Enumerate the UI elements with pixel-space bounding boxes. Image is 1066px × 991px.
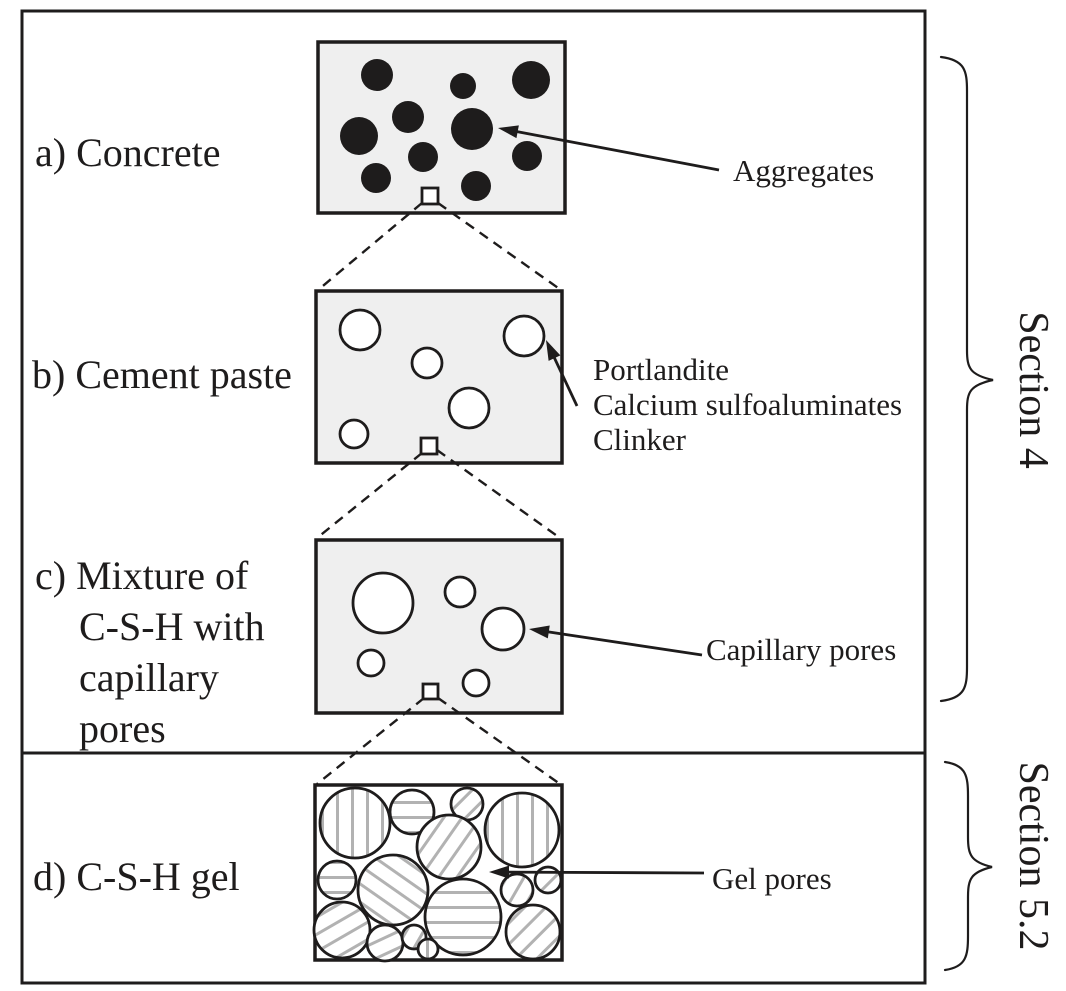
section-5-2-label: Section 5.2: [1010, 761, 1056, 951]
capillary-pores-arrow-line: [540, 629, 703, 657]
calcium-sulfoaluminates-label: Calcium sulfoaluminates: [593, 387, 903, 422]
panel-a-label: a) Concrete: [35, 130, 221, 175]
capillary-pores-label: Capillary pores: [706, 632, 897, 667]
aggregates-arrow-line: [509, 128, 720, 172]
gel-pores-arrow: [489, 865, 705, 879]
dashed-connector-line: [436, 449, 561, 539]
aggregate-particle: [450, 73, 476, 99]
dashed-connector-line: [437, 202, 562, 291]
panel-c-zoom-square: [421, 682, 440, 701]
hydration-products-arrow-head: [546, 340, 561, 361]
panel-b-zoom-square: [419, 436, 439, 456]
section-4-brace: [939, 55, 994, 703]
section-5-2-brace: [943, 760, 993, 972]
panel-d-label: d) C-S-H gel: [33, 854, 240, 899]
aggregate-particle: [461, 171, 491, 201]
dashed-connector-line: [437, 697, 561, 785]
magnification-connectors: [316, 202, 562, 785]
dashed-connector-line: [317, 202, 423, 291]
aggregate-particle: [340, 117, 378, 155]
capillary-pore: [351, 571, 415, 635]
csh-gel-particle: [423, 877, 503, 957]
panel-b: [314, 289, 564, 465]
outer-frame-2: [20, 751, 927, 985]
capillary-pores-arrow-head: [529, 625, 550, 639]
csh-gel-particle: [318, 786, 392, 860]
cement-inclusion: [338, 418, 370, 450]
panel-c-label-line-1: c) Mixture of: [35, 553, 249, 598]
csh-gel-particle: [312, 900, 372, 960]
portlandite-label: Portlandite: [593, 352, 730, 387]
outer-frames: [20, 9, 927, 985]
aggregate-particle: [392, 101, 424, 133]
gel-pores-label: Gel pores: [712, 861, 832, 896]
aggregate-particle: [512, 61, 550, 99]
hydration-products-arrow: [546, 340, 579, 407]
cement-inclusion: [410, 346, 444, 380]
capillary-pore: [480, 606, 526, 652]
panel-a: [316, 40, 567, 215]
section-4-label: Section 4: [1010, 311, 1056, 469]
gel-pores-arrow-line: [500, 870, 705, 875]
aggregate-particle: [408, 142, 438, 172]
csh-gel-particle: [415, 813, 483, 881]
cement-inclusion: [338, 308, 382, 352]
panel-c-label: c) Mixture of C-S-H with capillary pores: [35, 550, 295, 754]
panel-a-zoom-square: [420, 186, 440, 206]
aggregate-particle: [512, 141, 542, 171]
csh-gel-particle: [483, 791, 561, 869]
csh-gel-particle: [416, 937, 440, 961]
csh-gel-particle: [504, 903, 562, 961]
csh-gel-particle: [499, 872, 535, 908]
hydration-products-arrow-line: [549, 350, 579, 407]
aggregates-label: Aggregates: [733, 153, 875, 188]
aggregate-particle: [451, 108, 493, 150]
panel-c-label-line-4: pores: [79, 706, 166, 751]
capillary-pore: [356, 648, 386, 678]
csh-gel-particle: [316, 859, 358, 901]
hydration-products-label: Portlandite Calcium sulfoaluminates Clin…: [593, 352, 902, 457]
panel-c: [314, 538, 564, 715]
csh-gel-particle: [365, 923, 405, 963]
csh-gel-particle: [356, 853, 430, 927]
capillary-pore: [443, 575, 477, 609]
aggregates-arrow-head: [498, 125, 519, 139]
capillary-pores-arrow: [529, 625, 703, 657]
aggregate-particle: [361, 59, 393, 91]
aggregate-particle: [361, 163, 391, 193]
panel-c-label-line-3: capillary: [79, 655, 219, 700]
panel-c-label-line-2: C-S-H with: [79, 604, 265, 649]
dashed-connector-line: [316, 452, 423, 539]
csh-gel-particle: [388, 788, 436, 836]
cement-inclusion: [502, 314, 546, 358]
panel-d: [312, 783, 564, 963]
cement-inclusion: [447, 386, 491, 430]
gel-pores-arrow-head: [489, 865, 510, 879]
capillary-pore: [461, 668, 491, 698]
panel-b-label: b) Cement paste: [32, 352, 292, 397]
clinker-label: Clinker: [593, 422, 686, 457]
aggregates-arrow: [498, 125, 720, 172]
dashed-connector-line: [316, 697, 425, 785]
